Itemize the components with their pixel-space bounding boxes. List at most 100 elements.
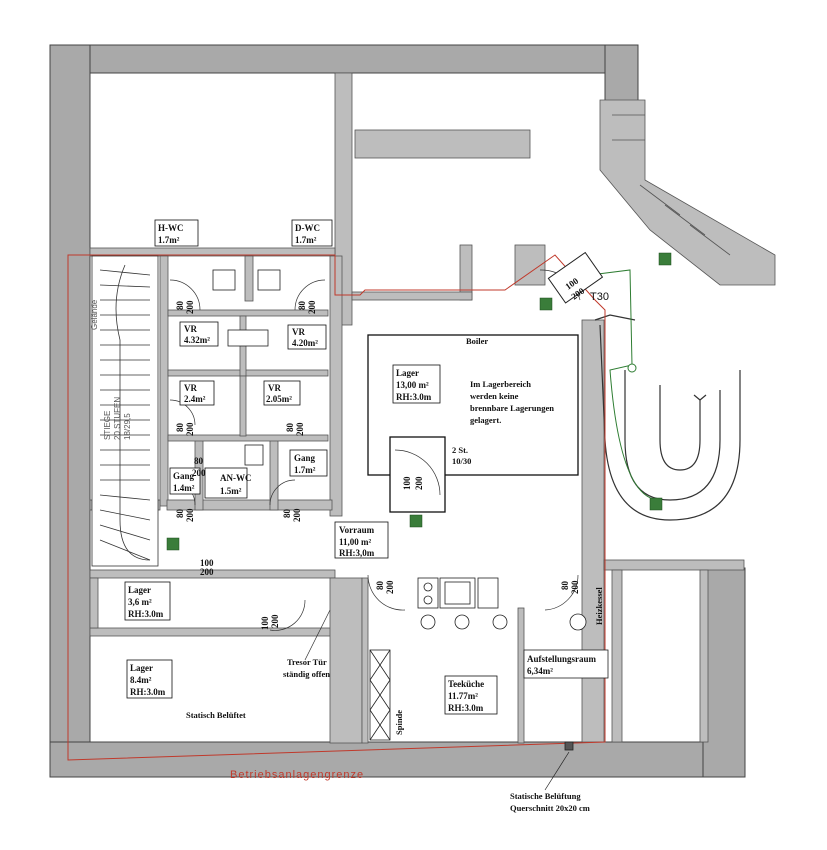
svg-text:80: 80 xyxy=(560,581,570,591)
svg-text:200: 200 xyxy=(307,300,317,314)
svg-text:D-WC: D-WC xyxy=(295,223,320,233)
svg-text:80: 80 xyxy=(282,509,292,519)
note-boiler: Boiler xyxy=(466,336,488,346)
svg-text:80: 80 xyxy=(175,509,185,519)
room-vr4: VR 2.05m² xyxy=(263,380,301,406)
staircase xyxy=(91,255,159,567)
label-gelaende: Gelände xyxy=(90,299,99,330)
lager-room-outline xyxy=(367,334,579,476)
svg-text:200: 200 xyxy=(414,476,424,490)
label-t30: T30 xyxy=(590,291,609,303)
room-gang2: Gang 1.7m² xyxy=(289,449,328,477)
svg-text:4.32m²: 4.32m² xyxy=(184,335,210,345)
svg-text:3,6 m²: 3,6 m² xyxy=(128,597,152,607)
note-statisch: Statisch Belüftet xyxy=(186,710,246,720)
svg-text:11.77m²: 11.77m² xyxy=(448,691,478,701)
svg-text:10/30: 10/30 xyxy=(452,456,471,466)
door-swings xyxy=(169,269,581,661)
room-vorraum: Vorraum 11,00 m² RH:3,0m xyxy=(334,521,389,559)
wc-fixtures xyxy=(212,269,281,466)
svg-text:gelagert.: gelagert. xyxy=(470,415,501,425)
svg-text:80: 80 xyxy=(297,301,307,311)
emergency-route xyxy=(589,269,661,501)
svg-text:11,00 m²: 11,00 m² xyxy=(339,537,372,547)
svg-text:13,00 m²: 13,00 m² xyxy=(396,380,429,390)
svg-text:VR: VR xyxy=(184,383,197,393)
kitchen-fixtures xyxy=(369,577,609,751)
ramp xyxy=(594,314,741,521)
room-d-wc: D-WC 1.7m² xyxy=(291,219,333,247)
svg-text:Lager: Lager xyxy=(128,585,151,595)
svg-text:STIEGE: STIEGE xyxy=(103,411,112,440)
room-lager-small: Lager 3,6 m² RH:3.0m xyxy=(124,581,171,621)
svg-text:H-WC: H-WC xyxy=(158,223,184,233)
svg-text:2 St.: 2 St. xyxy=(452,445,468,455)
svg-text:Lager: Lager xyxy=(130,663,153,673)
svg-text:2.4m²: 2.4m² xyxy=(184,394,206,404)
svg-text:200: 200 xyxy=(385,580,395,594)
svg-text:18/29,5: 18/29,5 xyxy=(123,413,132,440)
svg-text:80: 80 xyxy=(375,581,385,591)
svg-text:80: 80 xyxy=(175,423,185,433)
svg-text:2.05m²: 2.05m² xyxy=(266,394,292,404)
svg-text:1.7m²: 1.7m² xyxy=(294,465,316,475)
diagonal-wall xyxy=(599,99,776,286)
room-gang1: Gang 1.4m² xyxy=(169,467,201,495)
note-fire-door: 2 St. 10/30 xyxy=(452,445,471,466)
svg-text:100: 100 xyxy=(260,616,270,630)
svg-text:ständig offen: ständig offen xyxy=(283,669,330,679)
svg-text:Tresor Tür: Tresor Tür xyxy=(287,657,327,667)
svg-text:RH:3,0m: RH:3,0m xyxy=(339,548,375,558)
svg-text:4.20m²: 4.20m² xyxy=(292,338,318,348)
svg-text:200: 200 xyxy=(295,422,305,436)
svg-text:Statische Belüftung: Statische Belüftung xyxy=(510,791,581,801)
svg-text:Gang: Gang xyxy=(173,471,195,481)
note-lagerbereich: Im Lagerbereich werden keine brennbare L… xyxy=(470,379,554,425)
svg-text:Teeküche: Teeküche xyxy=(448,679,484,689)
svg-text:VR: VR xyxy=(292,327,305,337)
svg-text:brennbare Lagerungen: brennbare Lagerungen xyxy=(470,403,554,413)
svg-text:RH:3.0m: RH:3.0m xyxy=(448,703,484,713)
note-tresor: Tresor Tür ständig offen xyxy=(283,657,330,679)
svg-text:1.7m²: 1.7m² xyxy=(158,235,180,245)
label-boundary: Betriebsanlagengrenze xyxy=(230,769,364,781)
svg-text:6,34m²: 6,34m² xyxy=(527,666,553,676)
svg-text:RH:3.0m: RH:3.0m xyxy=(128,609,164,619)
svg-text:80: 80 xyxy=(194,456,204,466)
fire-door-box xyxy=(389,436,446,513)
room-lager-main: Lager 13,00 m² RH:3.0m xyxy=(392,364,441,404)
svg-text:werden keine: werden keine xyxy=(470,391,519,401)
room-aufstellungsraum: Aufstellungsraum 6,34m² xyxy=(527,654,597,676)
svg-text:200: 200 xyxy=(185,300,195,314)
room-teekueche: Teeküche 11.77m² RH:3.0m xyxy=(444,675,498,715)
inner-walls xyxy=(89,72,745,744)
boundary-line xyxy=(67,254,606,761)
svg-text:200: 200 xyxy=(292,508,302,522)
outer-walls xyxy=(49,44,746,778)
room-vr1: VR 4.32m² xyxy=(179,321,219,347)
svg-text:80: 80 xyxy=(175,301,185,311)
svg-text:RH:3.0m: RH:3.0m xyxy=(130,687,166,697)
svg-text:20 STUFEN: 20 STUFEN xyxy=(113,397,122,440)
svg-text:200: 200 xyxy=(200,567,214,577)
svg-text:1.5m²: 1.5m² xyxy=(220,486,242,496)
svg-text:80: 80 xyxy=(285,423,295,433)
note-vent: Statische Belüftung Querschnitt 20x20 cm xyxy=(510,751,590,813)
svg-text:Aufstellungsraum: Aufstellungsraum xyxy=(527,654,597,664)
room-vr2: VR 4.20m² xyxy=(287,324,327,350)
svg-text:8.4m²: 8.4m² xyxy=(130,675,152,685)
svg-text:200: 200 xyxy=(185,422,195,436)
svg-text:200: 200 xyxy=(192,468,206,478)
label-stiege: STIEGE 20 STUFEN 18/29,5 xyxy=(103,397,132,440)
svg-text:Gang: Gang xyxy=(294,453,316,463)
svg-text:1.7m²: 1.7m² xyxy=(295,235,317,245)
svg-text:AN-WC: AN-WC xyxy=(220,473,252,483)
svg-text:1.4m²: 1.4m² xyxy=(173,483,195,493)
room-lager-3: Lager 8.4m² RH:3.0m xyxy=(126,659,173,699)
svg-text:Vorraum: Vorraum xyxy=(339,525,375,535)
svg-text:100: 100 xyxy=(402,476,412,490)
svg-text:RH:3.0m: RH:3.0m xyxy=(396,392,432,402)
svg-text:Querschnitt 20x20 cm: Querschnitt 20x20 cm xyxy=(510,803,590,813)
room-h-wc: H-WC 1.7m² xyxy=(154,219,199,247)
label-spinde: Spinde xyxy=(394,710,404,735)
